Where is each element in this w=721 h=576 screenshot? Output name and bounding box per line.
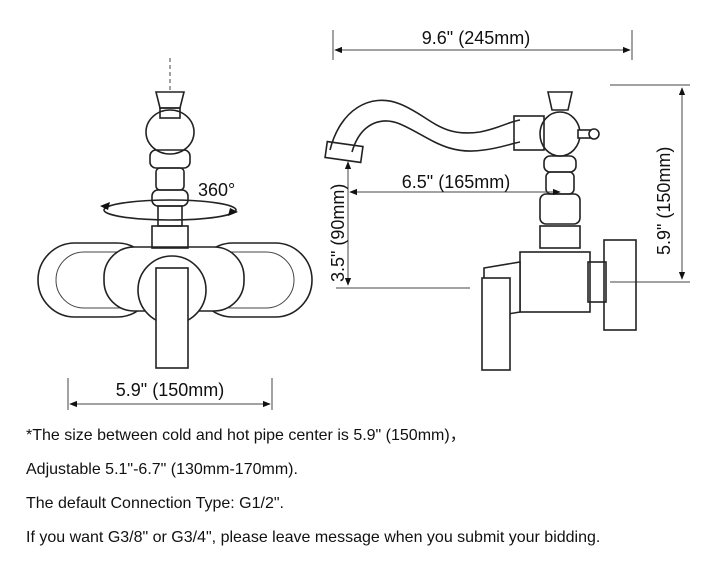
note-custom-request: If you want G3/8" or G3/4", please leave… <box>26 529 601 546</box>
wall-plate <box>603 239 637 331</box>
total-width-label: 9.6" (245mm) <box>422 28 530 48</box>
faucet-dimension-drawing: 360° 5.9" (150mm) 9.6" (245mm) 5.9" (150… <box>37 28 690 410</box>
pipe-center-label: 5.9" (150mm) <box>116 380 224 400</box>
top-handle <box>154 91 186 109</box>
notes-block: *The size between cold and hot pipe cent… <box>26 426 716 562</box>
side-column-base <box>539 225 581 249</box>
wall-connector <box>587 261 607 303</box>
spout-bottom-edge <box>351 120 521 153</box>
column-lower <box>157 205 183 227</box>
column-collar <box>149 149 191 169</box>
side-collar <box>543 155 577 173</box>
spout-joint <box>513 115 545 151</box>
side-column-ring <box>539 193 581 225</box>
total-height-label: 5.9" (150mm) <box>654 147 674 255</box>
column-mid <box>155 167 185 191</box>
side-column-mid <box>545 171 575 195</box>
column-base <box>151 225 189 249</box>
spout-height-label: 3.5" (90mm) <box>328 184 348 282</box>
lever-handle <box>155 267 189 369</box>
note-connection-type: The default Connection Type: G1/2". <box>26 495 284 512</box>
ball-knob <box>145 109 195 155</box>
valve-ball <box>539 111 581 157</box>
side-lever-handle <box>481 277 511 371</box>
spout-reach-label: 6.5" (165mm) <box>402 172 510 192</box>
aerator <box>324 140 364 164</box>
column-ring <box>151 189 189 207</box>
spout-top-edge <box>329 99 521 151</box>
wall-body <box>519 251 591 313</box>
rotation-label: 360° <box>198 180 235 200</box>
front-view: 360° 5.9" (150mm) <box>37 58 313 410</box>
note-pipe-center: *The size between cold and hot pipe cent… <box>26 427 466 444</box>
side-view: 9.6" (245mm) 5.9" (150mm) 6.5" (165mm) <box>324 28 690 371</box>
valve-top-handle <box>547 91 573 111</box>
rotation-arrow <box>103 199 237 221</box>
note-adjustable: Adjustable 5.1"-6.7" (130mm-170mm). <box>26 461 298 478</box>
